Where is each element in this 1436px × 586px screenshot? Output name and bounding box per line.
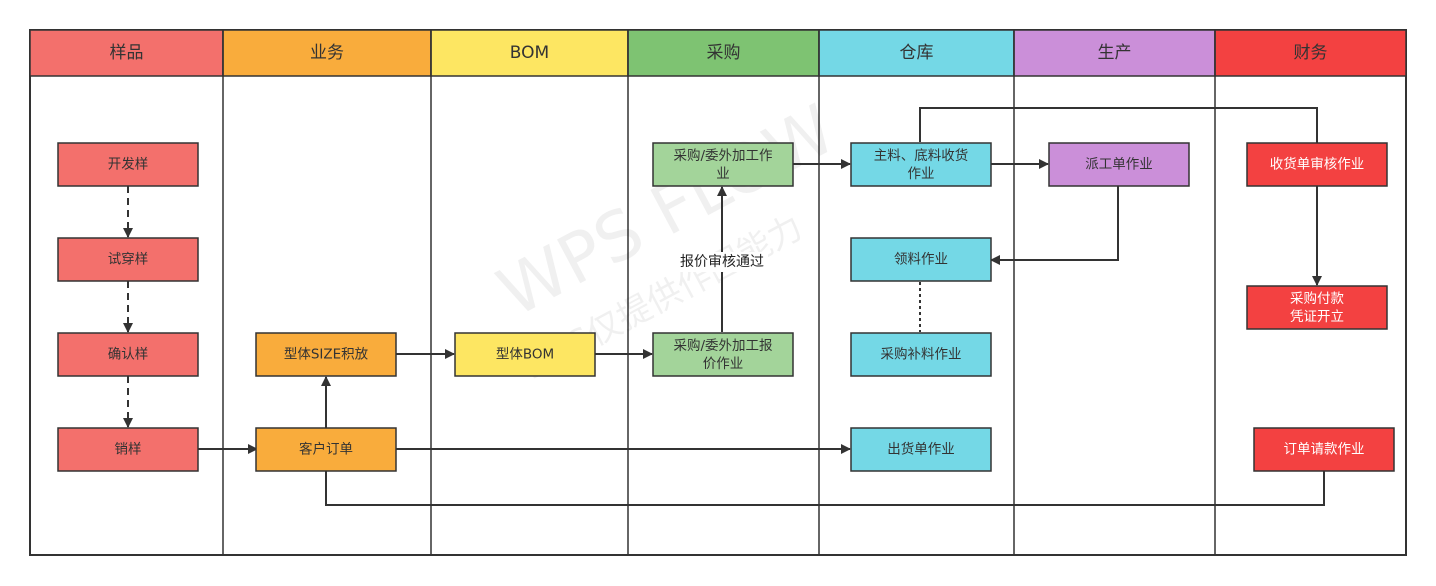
node-model-bom[interactable]: 型体BOM [454, 332, 596, 377]
node-confirm-sample-label: 确认样 [108, 347, 149, 363]
node-purchase-outsource-quote-box [652, 332, 794, 377]
node-receipt-audit-box [1246, 142, 1388, 187]
node-material-receipt-label-line2: 作业 [908, 166, 935, 182]
lane-finance-title: 财务 [1294, 43, 1328, 63]
node-sales-sample-label: 销样 [115, 442, 142, 458]
lane-purchase-title: 采购 [707, 43, 741, 63]
node-shipping-order[interactable]: 出货单作业 [850, 427, 992, 472]
node-develop-sample-box [57, 142, 199, 187]
node-size-release-box [255, 332, 397, 377]
node-purchase-replenish-label: 采购补料作业 [881, 347, 962, 363]
node-dispatch-order-label: 派工单作业 [1085, 157, 1153, 173]
node-size-release[interactable]: 型体SIZE积放 [255, 332, 397, 377]
lane-sample: 样品 [29, 29, 224, 77]
lane-purchase: 采购 [627, 29, 820, 77]
node-purchase-replenish[interactable]: 采购补料作业 [850, 332, 992, 377]
node-customer-order-label: 客户订单 [299, 441, 353, 458]
node-sales-sample-box [57, 427, 199, 472]
node-purchase-outsource-work[interactable]: 采购/委外加工作 业 [652, 142, 794, 187]
node-purchase-outsource-quote[interactable]: 采购/委外加工报 价作业 [652, 332, 794, 377]
node-material-receipt[interactable]: 主料、底料收货 作业 [850, 142, 992, 187]
node-shipping-order-label: 出货单作业 [887, 441, 955, 458]
node-purchase-outsource-quote-label-line2: 价作业 [703, 356, 744, 372]
lane-warehouse-title: 仓库 [900, 43, 934, 63]
node-purchase-replenish-box [850, 332, 992, 377]
node-purchase-outsource-work-box [652, 142, 794, 187]
lane-production: 生产 [1013, 29, 1216, 77]
node-model-bom-label: 型体BOM [496, 347, 554, 363]
node-material-requisition-label: 领料作业 [894, 252, 948, 268]
node-order-payment-request[interactable]: 订单请款作业 [1253, 427, 1395, 472]
lane-finance: 财务 [1214, 29, 1407, 77]
node-confirm-sample-box [57, 332, 199, 377]
node-dispatch-order[interactable]: 派工单作业 [1048, 142, 1190, 187]
lane-business-title: 业务 [310, 43, 344, 63]
connectors [123, 107, 1325, 506]
node-model-bom-box [454, 332, 596, 377]
lane-bom: BOM [430, 29, 629, 77]
node-customer-order[interactable]: 客户订单 [255, 427, 397, 472]
node-try-sample[interactable]: 试穿样 [57, 237, 199, 282]
lane-purchase-header [627, 29, 820, 77]
lane-production-header [1013, 29, 1216, 77]
node-material-receipt-box [850, 142, 992, 187]
node-develop-sample-label: 开发样 [108, 157, 149, 173]
node-receipt-audit-label: 收货单审核作业 [1270, 156, 1365, 173]
node-confirm-sample[interactable]: 确认样 [57, 332, 199, 377]
edge-label-quote-approved: 报价审核通过 [676, 252, 768, 272]
node-purchase-payment[interactable]: 采购付款 凭证开立 [1246, 285, 1388, 330]
lane-business-header [222, 29, 432, 77]
lane-dividers [222, 30, 1216, 555]
lane-business: 业务 [222, 29, 432, 77]
connector-order-to-payment-request [325, 471, 1325, 506]
nodes: 开发样 试穿样 确认样 销样 型体SIZE积放 客户订单 型体BOM 采购/委 [57, 142, 1395, 472]
node-try-sample-label: 试穿样 [108, 252, 149, 268]
node-material-receipt-label-line1: 主料、底料收货 [874, 147, 969, 164]
node-purchase-payment-label-line1: 采购付款 [1290, 291, 1344, 307]
lane-sample-header [29, 29, 224, 77]
node-material-requisition-box [850, 237, 992, 282]
node-develop-sample[interactable]: 开发样 [57, 142, 199, 187]
node-receipt-audit[interactable]: 收货单审核作业 [1246, 142, 1388, 187]
node-purchase-payment-label-line2: 凭证开立 [1290, 309, 1344, 325]
node-material-requisition[interactable]: 领料作业 [850, 237, 992, 282]
connector-receipt-to-audit [919, 107, 1318, 143]
lane-warehouse: 仓库 [818, 29, 1015, 77]
node-size-release-label: 型体SIZE积放 [284, 347, 369, 363]
node-purchase-outsource-quote-label-line1: 采购/委外加工报 [673, 338, 772, 354]
lane-sample-title: 样品 [110, 43, 144, 63]
connector-dispatch-to-requisition [990, 186, 1119, 265]
node-shipping-order-box [850, 427, 992, 472]
node-order-payment-request-box [1253, 427, 1395, 472]
node-purchase-outsource-work-label-line1: 采购/委外加工作 [673, 148, 772, 164]
node-try-sample-box [57, 237, 199, 282]
node-dispatch-order-box [1048, 142, 1190, 187]
lane-production-title: 生产 [1098, 43, 1132, 63]
node-customer-order-box [255, 427, 397, 472]
node-purchase-payment-box [1246, 285, 1388, 330]
edge-label-quote-approved-text: 报价审核通过 [680, 254, 764, 270]
node-order-payment-request-label: 订单请款作业 [1284, 442, 1365, 458]
node-purchase-outsource-work-label-line2: 业 [716, 166, 730, 182]
lane-bom-title: BOM [510, 43, 549, 63]
node-sales-sample[interactable]: 销样 [57, 427, 199, 472]
edge-label-background [676, 252, 768, 272]
